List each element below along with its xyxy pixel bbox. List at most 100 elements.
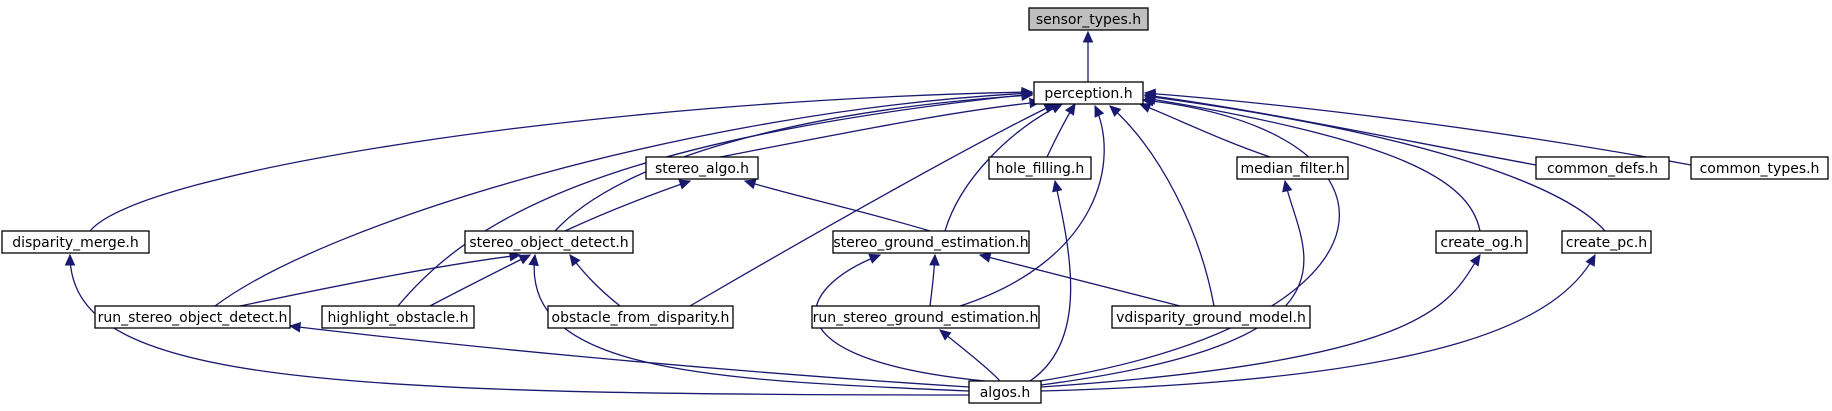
node-box (1028, 7, 1149, 31)
node-box (832, 230, 1030, 254)
edge-hole_filling-to-perception (1046, 102, 1076, 158)
node-run-stereo-object-detect[interactable]: run_stereo_object_detect.h (94, 305, 291, 329)
edge-algos-to-run_stereo_object_detect (288, 322, 970, 388)
edge-line (719, 101, 1041, 158)
arrowhead (939, 329, 952, 341)
node-create-pc[interactable]: create_pc.h (1561, 230, 1652, 254)
arrowhead (1094, 104, 1105, 118)
edge-line (1144, 94, 1537, 166)
node-box (988, 156, 1092, 180)
node-run-stereo-ground-estimation[interactable]: run_stereo_ground_estimation.h (811, 305, 1040, 329)
node-label: obstacle_from_disparity.h (552, 310, 730, 326)
edge-algos-to-median_filter (1040, 179, 1305, 386)
node-perception[interactable]: perception.h (1033, 81, 1144, 105)
arrowhead (1021, 90, 1034, 101)
edge-run_stereo_ground_estimation-to-perception (959, 104, 1105, 307)
node-stereo-object-detect[interactable]: stereo_object_detect.h (464, 230, 634, 254)
edge-line (214, 92, 1033, 307)
edge-algos-to-create_og (1040, 253, 1481, 388)
edge-median_filter-to-perception (1138, 103, 1271, 158)
node-median-filter[interactable]: median_filter.h (1236, 156, 1349, 180)
arrowhead (868, 253, 882, 264)
node-stereo-ground-estimation[interactable]: stereo_ground_estimation.h (832, 230, 1030, 254)
node-label: highlight_obstacle.h (328, 310, 469, 326)
edge-vdisparity_ground_model-to-stereo_ground_estimation (978, 252, 1181, 307)
node-box (1435, 230, 1528, 254)
node-disparity-merge[interactable]: disparity_merge.h (1, 230, 150, 254)
node-label: hole_filling.h (996, 161, 1085, 177)
arrowhead (1050, 103, 1064, 114)
node-label: run_stereo_ground_estimation.h (813, 310, 1039, 326)
node-common-defs[interactable]: common_defs.h (1535, 156, 1670, 180)
edge-algos-to-hole_filling (1029, 179, 1072, 382)
edge-stereo_object_detect-to-perception (554, 90, 1034, 232)
arrowhead (1109, 105, 1122, 117)
edge-line (1139, 103, 1271, 158)
arrowhead (528, 253, 539, 267)
node-hole-filling[interactable]: hole_filling.h (988, 156, 1092, 180)
node-label: common_types.h (1700, 161, 1820, 177)
node-label: disparity_merge.h (12, 235, 139, 251)
edge-algos-to-run_stereo_ground_estimation (939, 329, 1001, 382)
edge-line (689, 103, 1056, 307)
edge-line (89, 91, 1033, 232)
edge-algos-to-disparity_merge (64, 253, 970, 396)
node-box (645, 156, 759, 180)
node-box (547, 305, 734, 329)
node-label: create_og.h (1440, 235, 1522, 251)
node-algos[interactable]: algos.h (968, 380, 1042, 404)
edge-line (1029, 180, 1072, 382)
edge-algos-to-perception (1039, 95, 1341, 382)
node-label: algos.h (980, 385, 1031, 401)
arrowhead (678, 179, 692, 190)
edge-stereo_object_detect-to-stereo_algo (564, 179, 692, 232)
arrowhead (1143, 88, 1156, 100)
edge-line (1039, 99, 1341, 382)
edge-line (744, 180, 931, 232)
edge-algos-to-create_pc (1040, 253, 1596, 392)
edge-line (239, 254, 521, 307)
arrowhead (288, 322, 302, 333)
node-box (1111, 305, 1311, 329)
edge-line (1144, 97, 1481, 232)
edge-perception-to-sensor_types (1082, 30, 1094, 82)
node-box (1561, 230, 1652, 254)
node-label: sensor_types.h (1036, 12, 1141, 28)
edge-common_defs-to-perception (1143, 91, 1537, 166)
node-box (1535, 156, 1670, 180)
edges-layer (64, 30, 1692, 396)
node-box (464, 230, 634, 254)
edge-obstacle_from_disparity-to-perception (689, 103, 1057, 307)
arrowhead (743, 179, 757, 190)
edge-line (554, 94, 1033, 232)
node-box (94, 305, 291, 329)
edge-line (959, 105, 1105, 307)
node-box (1236, 156, 1349, 180)
node-box (811, 305, 1040, 329)
node-create-og[interactable]: create_og.h (1435, 230, 1528, 254)
arrowhead (1469, 253, 1481, 267)
edge-stereo_ground_estimation-to-stereo_algo (743, 179, 931, 232)
node-vdisparity-ground-model[interactable]: vdisparity_ground_model.h (1111, 305, 1311, 329)
arrowhead (1138, 103, 1152, 113)
edge-line (1109, 105, 1215, 307)
arrowhead (1282, 179, 1293, 193)
edge-common_types-to-perception (1143, 88, 1692, 166)
edge-line (1040, 180, 1305, 386)
node-label: stereo_object_detect.h (469, 235, 628, 251)
arrowhead (64, 253, 76, 266)
node-box (1690, 156, 1829, 180)
edge-line (397, 93, 1033, 307)
node-common-types[interactable]: common_types.h (1690, 156, 1829, 180)
edge-line (564, 180, 691, 232)
edge-line (939, 329, 1001, 382)
node-stereo-algo[interactable]: stereo_algo.h (645, 156, 759, 180)
edge-line (1040, 254, 1481, 388)
node-label: vdisparity_ground_model.h (1116, 310, 1306, 326)
node-box (968, 380, 1042, 404)
node-highlight-obstacle[interactable]: highlight_obstacle.h (321, 305, 475, 329)
node-label: stereo_ground_estimation.h (833, 235, 1028, 251)
node-obstacle-from-disparity[interactable]: obstacle_from_disparity.h (547, 305, 734, 329)
arrowhead (929, 253, 940, 266)
